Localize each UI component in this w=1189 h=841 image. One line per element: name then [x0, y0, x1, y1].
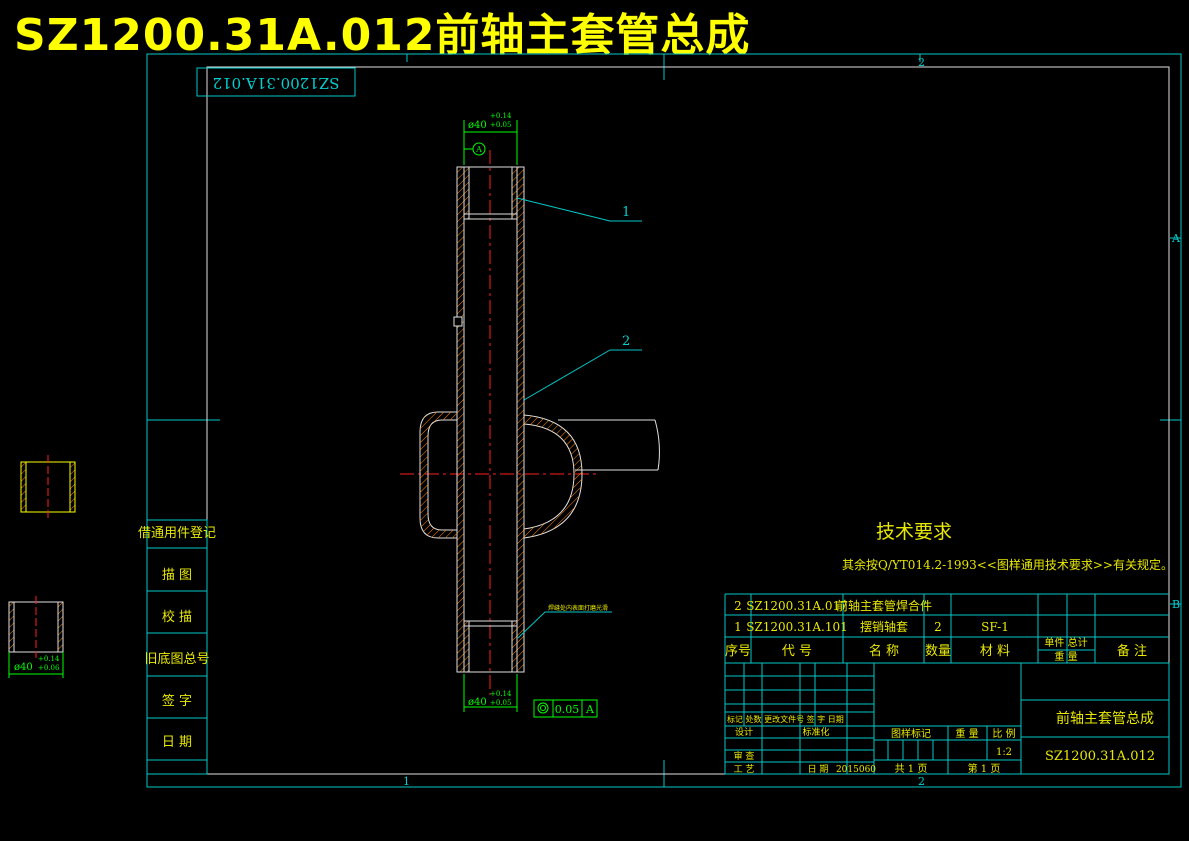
bom-head-material: 材 料: [980, 644, 1010, 659]
zone-bottom-2: 2: [918, 775, 925, 788]
stamp-text: SZ1200.31A.012: [213, 74, 340, 92]
tb-scale: 1:2: [996, 747, 1012, 758]
side-label-1: 借通用件登记: [138, 526, 216, 541]
left-dim-tol-up: +0.14: [38, 655, 60, 663]
tb-weight: 重 量: [955, 727, 978, 740]
bom-head-name: 名 称: [869, 643, 899, 659]
datum-label: A: [475, 145, 482, 154]
tb-drawing-no: SZ1200.31A.012: [1045, 749, 1155, 764]
left-dim-tol-dn: +0.06: [38, 664, 60, 672]
tube-assembly: [400, 150, 660, 695]
bushing-detail-top: [20, 455, 76, 518]
bom-row2-qty: 2: [934, 620, 942, 634]
weld-note: 焊缝处内表面打磨光滑: [548, 604, 608, 612]
tb-sheets: 共 1 页: [895, 763, 928, 775]
tb-part-name: 前轴主套管总成: [1056, 710, 1154, 727]
leader-lines: [516, 197, 642, 639]
bushing-detail-bottom: [8, 596, 64, 678]
bom-row2-material: SF-1: [981, 620, 1009, 634]
bom-head-weight-a: 单件 总计: [1044, 636, 1087, 649]
bom-row2-name: 摆销轴套: [860, 619, 908, 634]
bom-row1-no: 2: [734, 599, 742, 613]
bottom-dimension: [463, 674, 598, 718]
drawing-title: SZ1200.31A.012前轴主套管总成: [14, 10, 751, 61]
tb-date: 2015060: [836, 765, 876, 775]
balloon-2: 2: [622, 334, 630, 349]
tb-review: 审 查: [734, 750, 755, 762]
side-label-6: 日 期: [162, 735, 192, 750]
bom-head-qty: 数量: [925, 644, 951, 659]
bom-row1-name: 前轴主套管焊合件: [836, 598, 932, 613]
tb-design: 设计: [735, 726, 753, 738]
tb-rev-header: 标记 处数 更改文件号 签 字 日期: [727, 714, 844, 724]
side-label-2: 描 图: [162, 568, 192, 583]
bom-head-weight-b: 重 量: [1054, 650, 1077, 663]
title-block: [724, 662, 1170, 775]
bom-head-no: 序号: [725, 644, 751, 659]
top-dim-dia: ø40: [468, 120, 487, 131]
zone-right-a: A: [1171, 232, 1181, 245]
bom-row1-code: SZ1200.31A.017: [746, 599, 848, 613]
zone-right-b: B: [1172, 598, 1180, 611]
tech-req-text: 其余按Q/YT014.2-1993<<图样通用技术要求>>有关规定。: [842, 557, 1173, 572]
side-label-3: 校 描: [162, 609, 192, 625]
tech-req-title: 技术要求: [876, 521, 952, 543]
tb-scale-label: 比 例: [992, 727, 1015, 740]
top-dim-tol-dn: +0.05: [490, 121, 511, 129]
tb-date-label: 日 期: [808, 764, 829, 775]
stamp-box: SZ1200.31A.012: [196, 67, 356, 97]
tolerance-datum: A: [585, 703, 595, 716]
tb-stage: 图样标记: [891, 727, 931, 740]
top-dimension: [463, 120, 518, 165]
outer-frame: [146, 53, 1182, 788]
left-dim-dia: ø40: [14, 662, 33, 673]
bom-row2-code: SZ1200.31A.101: [746, 620, 848, 634]
zone-top-2: 2: [918, 56, 925, 69]
bom-head-code: 代 号: [782, 644, 812, 659]
tb-sheet: 第 1 页: [968, 762, 1001, 775]
tolerance-value: 0.05: [555, 703, 580, 716]
bom-row2-no: 1: [734, 620, 742, 634]
bottom-dim-tol-up: +0.14: [490, 690, 512, 698]
side-column: [146, 519, 208, 775]
bottom-dim-tol-dn: +0.05: [490, 699, 511, 707]
top-dim-tol-up: +0.14: [490, 112, 512, 120]
tb-process: 工 艺: [734, 764, 755, 775]
tb-standard: 标准化: [802, 726, 829, 738]
side-label-4: 旧底图总号: [144, 651, 209, 667]
inner-frame: [206, 66, 1170, 775]
zone-bottom-1: 1: [403, 775, 410, 788]
bom-head-remark: 备 注: [1117, 643, 1147, 659]
bottom-dim-dia: ø40: [468, 697, 487, 708]
side-label-5: 签 字: [162, 693, 192, 709]
balloon-1: 1: [622, 205, 630, 220]
